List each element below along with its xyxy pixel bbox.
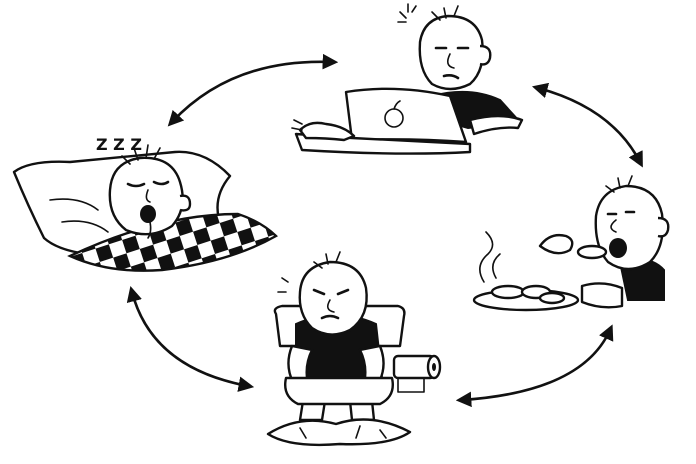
toilet-paper-roll [392, 354, 442, 393]
pants-around-ankles [266, 418, 412, 447]
apple-logo-icon [384, 100, 404, 128]
arrow-laptop-eating [531, 82, 643, 168]
arrow-sleep-laptop [167, 53, 339, 127]
eating-boy-head [594, 175, 670, 271]
arrow-eating-toilet [455, 324, 614, 408]
food-piece [576, 244, 608, 260]
steam-lines [479, 231, 494, 283]
sleep-z-text: Z Z Z [96, 135, 142, 154]
sleeping-boy-head [108, 144, 192, 239]
laptop-scene [291, 3, 524, 155]
arrow-toilet-sleep [126, 285, 255, 392]
sleeping-scene: Z Z Z [12, 135, 278, 272]
cycle-arrows [126, 53, 643, 408]
toilet-boy-head [277, 251, 368, 336]
laptop-boy-head [397, 3, 492, 91]
toilet-scene [266, 251, 442, 447]
laptop-screen [344, 87, 468, 144]
eating-scene [472, 175, 670, 312]
